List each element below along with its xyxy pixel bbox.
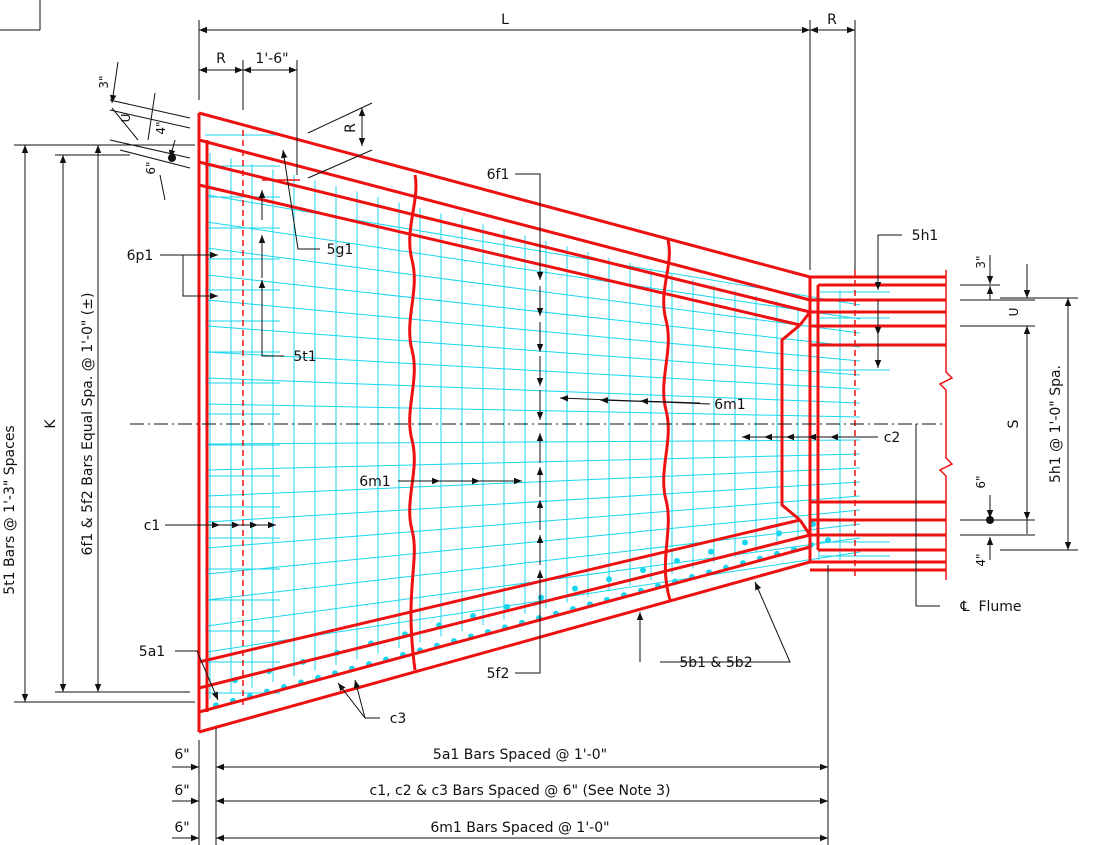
c2-label: c2 <box>884 430 901 446</box>
top-slab-line-1 <box>198 111 811 279</box>
chamfer-bottom <box>798 519 812 536</box>
left-dimensions: 5t1 Bars @ 1'-3" Spaces K 6f1 & 5f2 Bars… <box>2 144 195 703</box>
horizontal-rebar <box>206 453 861 471</box>
c3-bar-dot <box>742 539 748 546</box>
dim-S-label: S <box>1006 419 1022 428</box>
dim-R-inclined-label: R <box>343 123 359 133</box>
dim-6in-right: 6" <box>974 475 988 488</box>
c1-label: c1 <box>144 518 161 534</box>
horizontal-rebar <box>206 439 861 445</box>
dim-R-label: R <box>216 51 226 67</box>
dim-L-label: L <box>501 12 509 28</box>
reference-dot-right <box>986 516 994 524</box>
break-line <box>938 270 954 580</box>
horizontal-rebar <box>206 274 861 348</box>
5b1-5b2-label: 5b1 & 5b2 <box>679 655 752 671</box>
bottom-slab-line-4 <box>198 518 801 664</box>
concrete-outline <box>197 111 954 734</box>
bottom-slab-line-3 <box>198 533 811 690</box>
5g1-label: 5g1 <box>327 242 354 258</box>
5a1-spacing-label: 5a1 Bars Spaced @ 1'-0" <box>433 747 607 763</box>
top-dimensions: L R R 1'-6" <box>0 0 856 270</box>
horizontal-rebar <box>206 377 861 404</box>
c3-bar-dots <box>213 521 831 709</box>
rebar-mesh <box>205 134 890 709</box>
dim-3in-right: 3" <box>974 255 988 268</box>
6p1-label: 6p1 <box>127 248 154 264</box>
dim-6in-bottom-3: 6" <box>174 820 189 836</box>
6m1-spacing-label: 6m1 Bars Spaced @ 1'-0" <box>430 820 609 836</box>
c3-bar-dot <box>776 530 782 537</box>
top-slab-line-2 <box>198 138 811 302</box>
top-slab-line-3 <box>198 160 811 314</box>
c3-bar-dot <box>708 548 714 555</box>
wavy-break-right <box>662 239 672 601</box>
bottom-slab-line-1 <box>198 560 811 734</box>
horizontal-rebar <box>206 325 861 376</box>
c3-bar-dot <box>606 576 612 583</box>
top-left-small-dims: 3" U 4" 6" <box>97 61 191 201</box>
bottom-dimensions: 6" 6" 6" 5a1 Bars Spaced @ 1'-0" c1, c2 … <box>172 565 829 845</box>
5f2-label: 5f2 <box>487 666 510 682</box>
5t1-label: 5t1 <box>293 349 316 365</box>
bottom-slab-line-2 <box>198 545 811 714</box>
dim-U-top-left: U <box>119 114 133 123</box>
inclined-R-dimension: R <box>307 102 373 179</box>
horizontal-rebar <box>206 495 861 549</box>
dim-1-6-label: 1'-6" <box>255 51 288 67</box>
right-dimensions: 3" U S 5h1 @ 1'-0" Spa. 6" 4" <box>960 255 1078 567</box>
c3-bar-dot <box>572 585 578 592</box>
c3-bar-dot <box>674 557 680 564</box>
chamfer-top <box>798 311 812 326</box>
dim-3in-top-left: 3" <box>97 75 111 88</box>
6f1-5f2-spacing-label: 6f1 & 5f2 Bars Equal Spa. @ 1'-0" (±) <box>80 293 96 556</box>
reference-dot-top-left <box>168 154 176 162</box>
cl-symbol: ℄ <box>960 599 970 615</box>
wavy-break-left <box>408 174 418 671</box>
flume-label: Flume <box>978 599 1021 615</box>
horizontal-rebar <box>206 299 861 362</box>
c3-bar-dot <box>640 567 646 574</box>
6m1-upper-label: 6m1 <box>714 397 745 413</box>
dim-K-label: K <box>43 419 59 429</box>
dim-R-top-right-label: R <box>827 12 837 28</box>
c3-label: c3 <box>390 711 407 727</box>
dim-4in-right: 4" <box>974 553 988 566</box>
6m1-lower-label: 6m1 <box>359 474 390 490</box>
5t1-bars-spaces-label: 5t1 Bars @ 1'-3" Spaces <box>2 425 18 594</box>
horizontal-rebar <box>206 351 861 390</box>
horizontal-bars <box>205 134 890 694</box>
5h1-spacing-label: 5h1 @ 1'-0" Spa. <box>1048 365 1064 483</box>
dim-U-right: U <box>1007 308 1021 317</box>
6f1-label: 6f1 <box>487 167 510 183</box>
horizontal-rebar <box>206 509 861 575</box>
c-bars-spacing-label: c1, c2 & c3 Bars Spaced @ 6" (See Note 3… <box>370 783 671 799</box>
horizontal-rebar <box>206 481 861 523</box>
c3-bar-dot <box>538 594 544 601</box>
horizontal-rebar <box>206 467 861 497</box>
horizontal-rebar <box>206 523 861 601</box>
inner-chamfer-box <box>780 323 801 522</box>
dim-4in-top-left: 4" <box>154 121 168 134</box>
top-slab-line-4 <box>198 183 801 327</box>
bar-callouts: 6f1 5g1 6p1 5t1 5h1 6m1 6m1 <box>127 149 1022 727</box>
dim-6in-top-left: 6" <box>144 161 158 174</box>
dim-6in-bottom-2: 6" <box>174 783 189 799</box>
c3-bar-dot <box>825 537 831 544</box>
5h1-label: 5h1 <box>912 228 939 244</box>
horizontal-rebar <box>206 403 861 418</box>
horizontal-rebar <box>206 247 861 334</box>
c3-bar-dot <box>504 603 510 610</box>
vertical-bars <box>209 152 841 700</box>
dim-6in-bottom-1: 6" <box>174 747 189 763</box>
5a1-label: 5a1 <box>139 644 165 660</box>
horizontal-rebar <box>206 221 861 320</box>
